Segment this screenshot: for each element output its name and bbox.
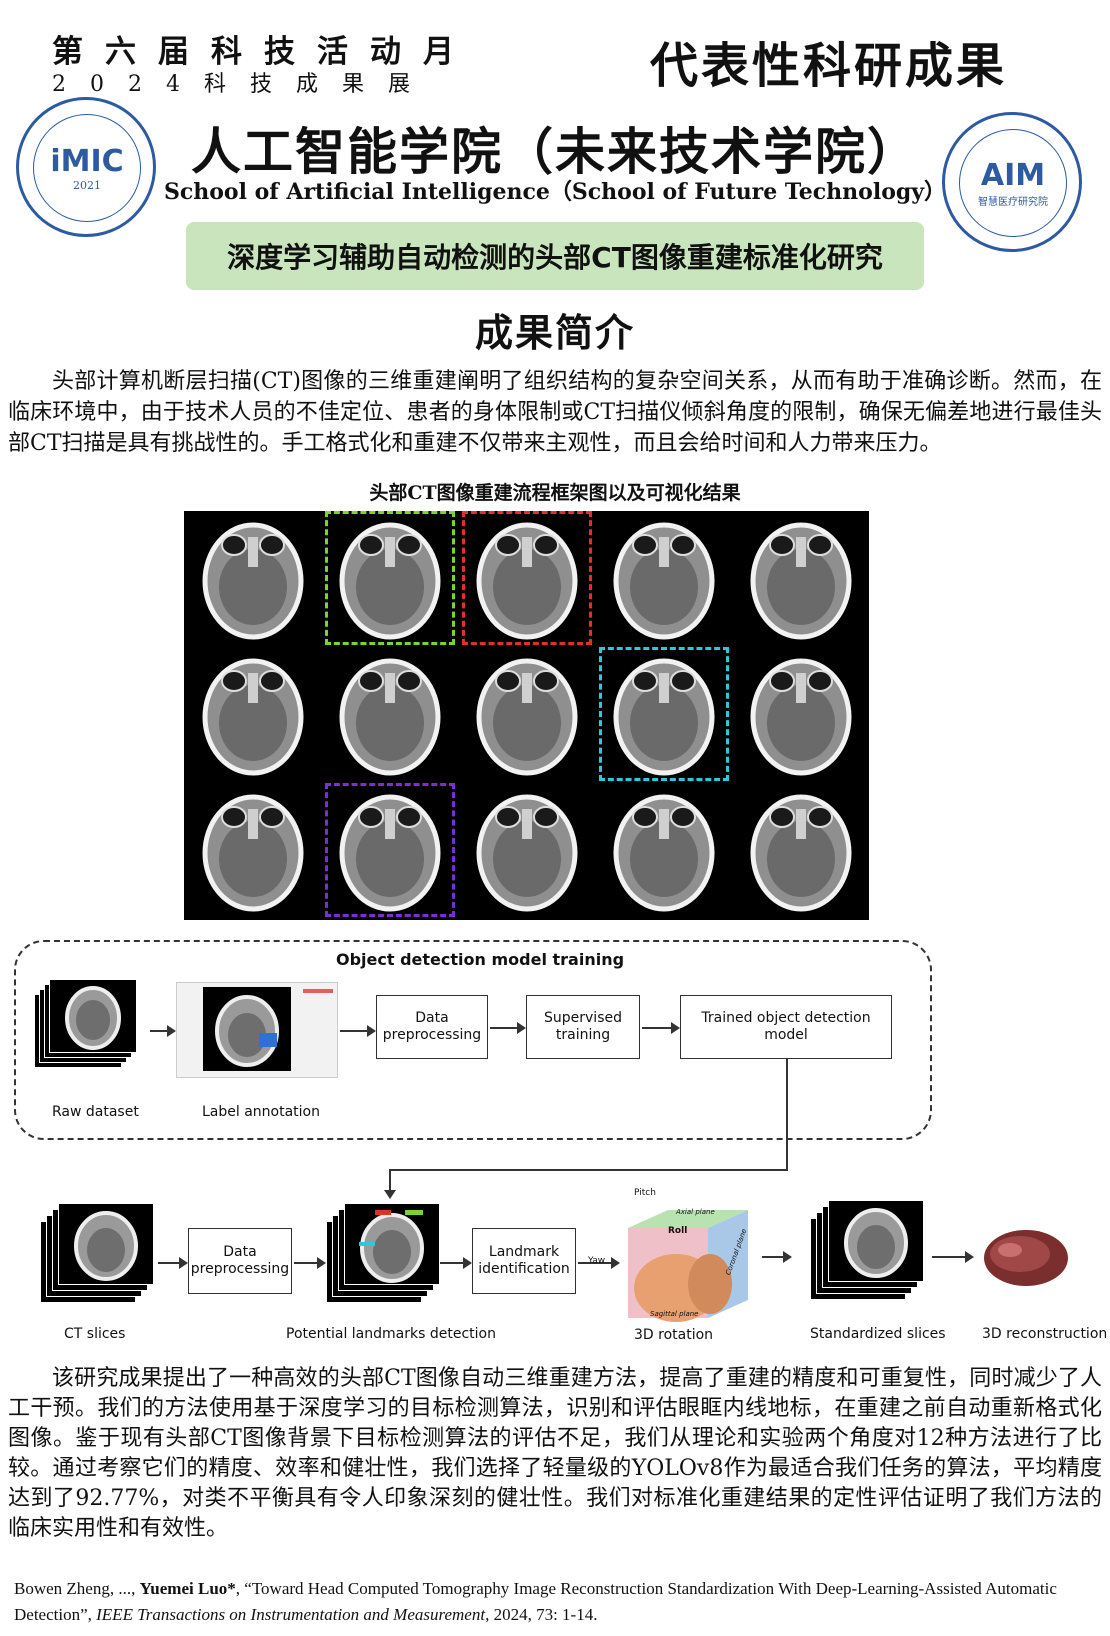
arrow (762, 1251, 792, 1263)
arrow (932, 1251, 974, 1263)
ct-slice-image (468, 653, 586, 777)
ct-slices-label: CT slices (64, 1326, 126, 1342)
citation-volume: 2024, 73: 1-14. (489, 1605, 598, 1624)
ct-slice-image (605, 653, 723, 777)
arrow (440, 1257, 472, 1269)
connector-line (389, 1169, 391, 1191)
ct-slices-stack (40, 1203, 154, 1303)
ct-slice-image (194, 653, 312, 777)
rotation-cube: Pitch Roll Yaw Axial plane Coronal plane… (588, 1188, 754, 1324)
aim-logo-cn: 智慧医疗研究院 (978, 197, 1048, 208)
result-paragraph: 该研究成果提出了一种高效的头部CT图像自动三维重建方法，提高了重建的精度和可重复… (8, 1366, 1102, 1541)
trained-model-box: Trained object detection model (680, 995, 892, 1059)
highlight-box (325, 783, 455, 917)
ct-slice-image (742, 653, 860, 777)
axial-plane-label: Axial plane (676, 1208, 715, 1216)
ct-slice-image (605, 517, 723, 641)
ct-slice-image (468, 517, 586, 641)
data-preprocessing-box-2: Data preprocessing (188, 1228, 292, 1294)
event-title: 第六届科技活动月 (52, 34, 476, 70)
banner-title: 代表性科研成果 (650, 38, 1008, 94)
standardized-slices-stack (810, 1200, 924, 1300)
section-title: 成果简介 (474, 310, 635, 355)
label-annotation-label: Label annotation (202, 1104, 320, 1120)
ct-slice-image (194, 789, 312, 913)
supervised-training-box: Supervised training (526, 995, 640, 1059)
roll-label: Roll (668, 1226, 688, 1236)
highlight-box (462, 511, 592, 645)
imic-logo-text: iMIC (50, 144, 124, 179)
school-name-cn: 人工智能学院（未来技术学院） (191, 122, 919, 181)
training-stage-title: Object detection model training (336, 950, 625, 969)
imic-logo-year: 2021 (73, 179, 101, 192)
raw-dataset-label: Raw dataset (52, 1104, 139, 1120)
arrow (150, 1025, 176, 1037)
ct-slice-image (194, 517, 312, 641)
annotation-tool-screenshot (176, 982, 338, 1078)
ct-slice-image (468, 789, 586, 913)
training-stage-box (14, 940, 932, 1140)
ct-slice-image (331, 789, 449, 913)
landmark-detection-stack (326, 1203, 440, 1303)
raw-dataset-stack (34, 979, 137, 1068)
highlight-box (599, 647, 729, 781)
citation-title: , “Toward Head Computed Tomography Image… (14, 1579, 1057, 1624)
event-subtitle: 2024科技成果展 (52, 72, 434, 97)
ct-slice-image (605, 789, 723, 913)
intro-paragraph: 头部计算机断层扫描(CT)图像的三维重建阐明了组织结构的复杂空间关系，从而有助于… (8, 369, 1102, 456)
ct-image-grid (184, 511, 869, 920)
arrow-head (384, 1190, 396, 1199)
landmark-identification-box: Landmark identification (472, 1228, 576, 1294)
arrow (490, 1022, 526, 1034)
highlight-box (325, 511, 455, 645)
ct-slice-image (331, 653, 449, 777)
arrow (158, 1257, 188, 1269)
data-preprocessing-box: Data preprocessing (376, 995, 488, 1059)
citation-journal: IEEE Transactions on Instrumentation and… (96, 1605, 490, 1624)
connector-line (390, 1169, 788, 1171)
ct-slice-thumb (65, 986, 121, 1050)
citation: Bowen Zheng, ..., Yuemei Luo*, “Toward H… (14, 1576, 1104, 1628)
imic-logo: iMIC 2021 (16, 97, 156, 237)
connector-line (786, 1059, 788, 1171)
citation-corresponding-author: Yuemei Luo* (139, 1579, 236, 1598)
yaw-label: Yaw (588, 1256, 606, 1266)
arrow (578, 1257, 620, 1269)
research-topic: 深度学习辅助自动检测的头部CT图像重建标准化研究 (186, 222, 924, 290)
school-name-en: School of Artificial Intelligence（School… (163, 179, 947, 205)
arrow (642, 1022, 680, 1034)
arrow (340, 1025, 376, 1037)
landmark-detection-label: Potential landmarks detection (286, 1326, 496, 1342)
ct-slice-image (742, 517, 860, 641)
figure-caption: 头部CT图像重建流程框架图以及可视化结果 (369, 482, 741, 504)
aim-logo-text: AIM (980, 158, 1046, 193)
reconstruction-3d-image (980, 1224, 1072, 1290)
rotation-label: 3D rotation (634, 1327, 714, 1343)
reconstruction-label: 3D reconstruction (982, 1326, 1108, 1342)
ct-slice-image (331, 517, 449, 641)
pitch-label: Pitch (634, 1188, 656, 1198)
standardized-slices-label: Standardized slices (810, 1326, 946, 1342)
citation-authors: Bowen Zheng, ..., (14, 1579, 140, 1598)
arrow (294, 1257, 326, 1269)
aim-logo: AIM 智慧医疗研究院 (942, 112, 1082, 252)
ct-slice-image (742, 789, 860, 913)
sagittal-plane-label: Sagittal plane (650, 1310, 699, 1318)
